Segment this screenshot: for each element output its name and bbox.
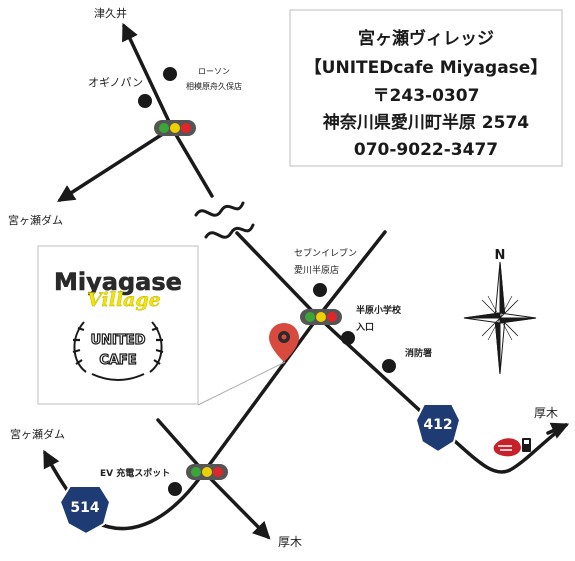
label-school: 半原小学校 — [356, 304, 402, 316]
label-seven-eleven-branch: 愛川半原店 — [294, 264, 339, 276]
seven-eleven-dot-icon — [313, 283, 327, 297]
info-cafe-name: 【UNITEDcafe Miyagase】 — [305, 57, 548, 78]
traffic-signal-upper-icon — [154, 120, 196, 136]
compass-rose-icon — [463, 261, 537, 375]
place-labels: 津久井 オギノパン ローソン 相模原舟久保店 宮ヶ瀬ダム セブンイレブン 愛川半… — [8, 6, 558, 549]
label-miyagase-dam-lower: 宮ヶ瀬ダム — [10, 427, 65, 441]
road-south-to-atsugi — [202, 470, 271, 540]
info-phone: 070-9022-3477 — [354, 140, 498, 160]
info-name: 宮ヶ瀬ヴィレッジ — [358, 28, 494, 49]
compass-north-label: N — [495, 248, 506, 263]
logo-village: Village — [87, 289, 161, 311]
destination-pin-icon[interactable] — [269, 323, 299, 362]
label-lawson-branch: 相模原舟久保店 — [186, 81, 242, 91]
info-address: 神奈川県愛川町半原 2574 — [323, 112, 529, 133]
ogino-pan-dot-icon — [138, 94, 152, 108]
logo-miyagase: Miyagase — [54, 268, 182, 296]
road-north-stub — [316, 230, 387, 319]
road-to-miyagase-dam-upper — [57, 126, 174, 202]
road-break-to-center — [235, 231, 320, 319]
label-school-gate: 入口 — [355, 322, 374, 333]
info-box: 宮ヶ瀬ヴィレッジ 【UNITEDcafe Miyagase】 〒243-0307… — [289, 9, 563, 167]
route-412-shield-icon: 412 — [414, 403, 462, 454]
route-514-shield-icon: 514 — [58, 485, 112, 536]
school-dot-icon — [341, 331, 355, 345]
label-fire-station: 消防署 — [405, 347, 432, 359]
label-ev-station: EV 充電スポット — [100, 467, 170, 479]
road-network — [43, 22, 570, 540]
road-to-tsukui — [122, 22, 174, 130]
label-lawson: ローソン — [198, 67, 230, 76]
lawson-dot-icon — [163, 67, 177, 81]
fire-station-dot-icon — [382, 359, 396, 373]
route-412-number: 412 — [423, 417, 452, 433]
info-postal-code: 〒243-0307 — [373, 86, 480, 106]
ev-station-dot-icon — [168, 482, 182, 496]
road-center-to-south — [202, 315, 320, 474]
logo-united: UNITED — [91, 333, 146, 348]
road-south-northwest — [156, 418, 206, 474]
label-atsugi-right: 厚木 — [534, 406, 558, 420]
road-to-atsugi-right — [546, 422, 570, 439]
logo-box: Miyagase Village UNITED CAFE — [37, 245, 199, 405]
road-upper-to-break — [170, 126, 214, 198]
traffic-signal-south-icon — [186, 464, 228, 480]
road-break-wave-2 — [204, 223, 255, 239]
traffic-signal-center-icon — [300, 309, 342, 325]
logo-cafe: CAFE — [99, 353, 136, 368]
gas-station-icon — [493, 438, 531, 457]
united-cafe-badge-icon — [72, 321, 164, 381]
label-seven-eleven: セブンイレブン — [294, 247, 357, 259]
label-atsugi-bottom: 厚木 — [278, 535, 302, 549]
label-ogino-pan: オギノパン — [88, 76, 143, 89]
label-miyagase-dam-upper: 宮ヶ瀬ダム — [8, 213, 63, 227]
route-514-number: 514 — [70, 500, 99, 516]
road-break-wave-1 — [194, 201, 245, 217]
logo-leader-line — [197, 361, 286, 406]
label-tsukui: 津久井 — [94, 6, 127, 20]
